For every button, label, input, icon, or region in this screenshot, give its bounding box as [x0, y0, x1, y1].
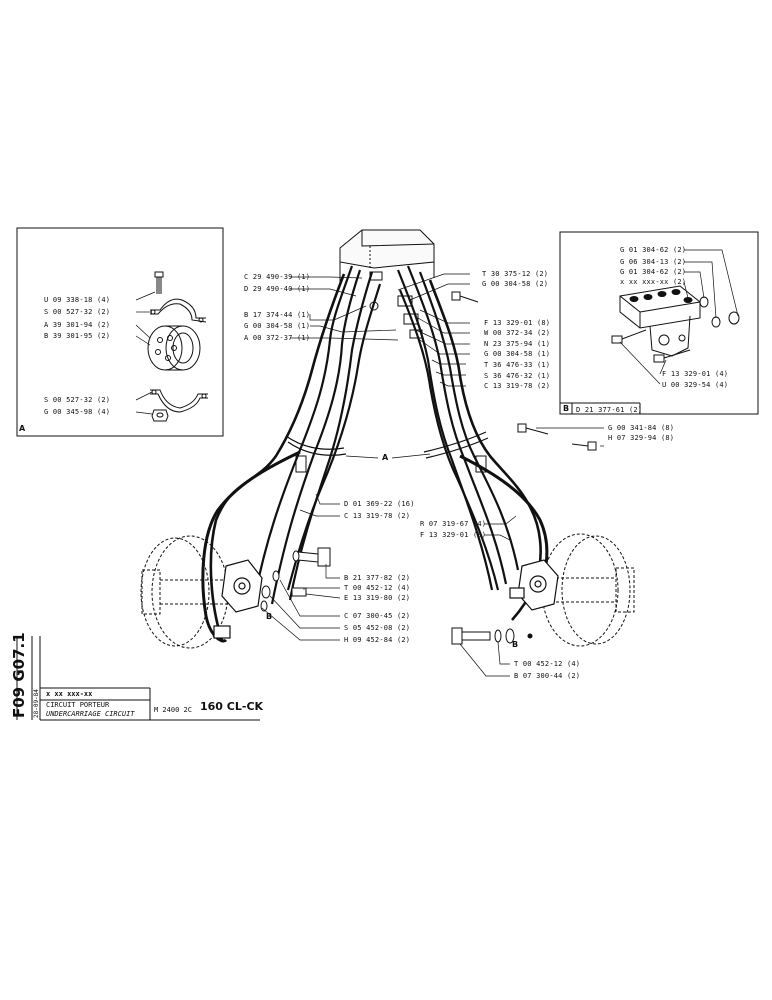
- part-label: F 13 329-01 (8): [484, 319, 551, 327]
- machine-code: M 2400 2C: [154, 706, 192, 714]
- sheet-code: F09 G07.1: [10, 632, 28, 718]
- inset-a: [16, 227, 224, 437]
- wheel-right: [536, 533, 635, 647]
- fittings-lower-left: [260, 547, 331, 612]
- bolt-icon: [451, 291, 479, 303]
- wheel-motor-right: [509, 559, 559, 611]
- sheet-date: 28-09-84: [33, 689, 40, 718]
- bolt-icon: [571, 441, 597, 451]
- part-label: N 23 375-94 (1): [484, 340, 551, 348]
- part-label: H 07 329-94 (8): [608, 434, 675, 442]
- bolt-icon: [517, 423, 549, 435]
- model-name: 160 CL-CK: [200, 700, 264, 713]
- part-label: T 36 476-33 (1): [484, 361, 551, 369]
- drum-icon: [147, 325, 201, 371]
- part-label: B 21 377-82 (2): [344, 574, 411, 582]
- part-label: T 00 452-12 (4): [514, 660, 581, 668]
- part-label: G 01 304-62 (2): [620, 268, 687, 276]
- title-en: UNDERCARRIAGE CIRCUIT: [46, 710, 135, 718]
- part-label: B 17 374-44 (1): [244, 311, 311, 319]
- part-label: C 29 490-39 (1): [244, 273, 311, 281]
- part-label: B 07 300-44 (2): [514, 672, 581, 680]
- nut-icon: [151, 409, 169, 422]
- inset-b: [559, 231, 759, 415]
- bolt-icon: [154, 271, 164, 294]
- callout-a: A: [382, 453, 389, 462]
- part-label: G 01 304-62 (2): [620, 246, 687, 254]
- part-label: B 39 301-95 (2): [44, 332, 111, 340]
- inset-b-letter: B: [563, 404, 570, 413]
- leader-lines: [261, 273, 604, 677]
- part-label: F 13 329-01 (4): [662, 370, 729, 378]
- part-label: T 00 452-12 (4): [344, 584, 411, 592]
- part-label: F 13 329-01 (8): [420, 531, 487, 539]
- part-label: A 00 372-37 (1): [244, 334, 311, 342]
- part-label: S 05 452-08 (2): [344, 624, 411, 632]
- ring-icon: [711, 316, 721, 328]
- part-label: D 29 490-40 (1): [244, 285, 311, 293]
- part-label: G 00 341-84 (8): [608, 424, 675, 432]
- part-label: H 09 452-84 (2): [344, 636, 411, 644]
- part-label: G 00 345-98 (4): [44, 408, 111, 416]
- part-label: G 00 304-58 (2): [482, 280, 549, 288]
- callout-b-right: B: [512, 640, 519, 649]
- part-label: C 13 319-78 (2): [484, 382, 551, 390]
- part-label: T 30 375-12 (2): [482, 270, 549, 278]
- manifold-block-icon: [619, 285, 701, 357]
- ring-icon: [728, 311, 740, 325]
- screw-icon: [611, 329, 647, 344]
- fittings-lower-right: [451, 627, 533, 645]
- part-label: U 09 338-18 (4): [44, 296, 111, 304]
- screw-icon: [653, 349, 691, 363]
- part-label: R 07 319-67 (4): [420, 520, 487, 528]
- part-label: A 39 301-94 (2): [44, 321, 111, 329]
- clamp-lower-icon: [150, 389, 208, 413]
- part-number: x xx xxx-xx: [46, 690, 93, 698]
- part-label: C 07 300-45 (2): [344, 612, 411, 620]
- part-label: G 00 304-58 (1): [484, 350, 551, 358]
- title-fr: CIRCUIT PORTEUR: [46, 701, 110, 709]
- part-label: x xx xxx-xx (2): [620, 278, 687, 286]
- part-label: E 13 319-80 (2): [344, 594, 411, 602]
- ring-icon: [699, 296, 709, 308]
- part-label: S 36 476-32 (1): [484, 372, 551, 380]
- part-label: G 00 304-58 (1): [244, 322, 311, 330]
- part-label: U 00 329-54 (4): [662, 381, 729, 389]
- inset-a-letter: A: [19, 424, 26, 433]
- part-label: S 00 527-32 (2): [44, 396, 111, 404]
- title-block-frame: [16, 636, 260, 721]
- part-label: D 01 369-22 (16): [344, 500, 415, 508]
- inset-b-reference: D 21 377-61 (2): [576, 406, 643, 414]
- clamp-upper-icon: [150, 298, 207, 323]
- part-label: C 13 319-78 (2): [344, 512, 411, 520]
- wheel-motor-left: [213, 559, 263, 639]
- part-label: W 00 372-34 (2): [484, 329, 551, 337]
- callout-b-left: B: [266, 612, 273, 621]
- part-label: G 06 304-13 (2): [620, 258, 687, 266]
- part-label: S 00 527-32 (2): [44, 308, 111, 316]
